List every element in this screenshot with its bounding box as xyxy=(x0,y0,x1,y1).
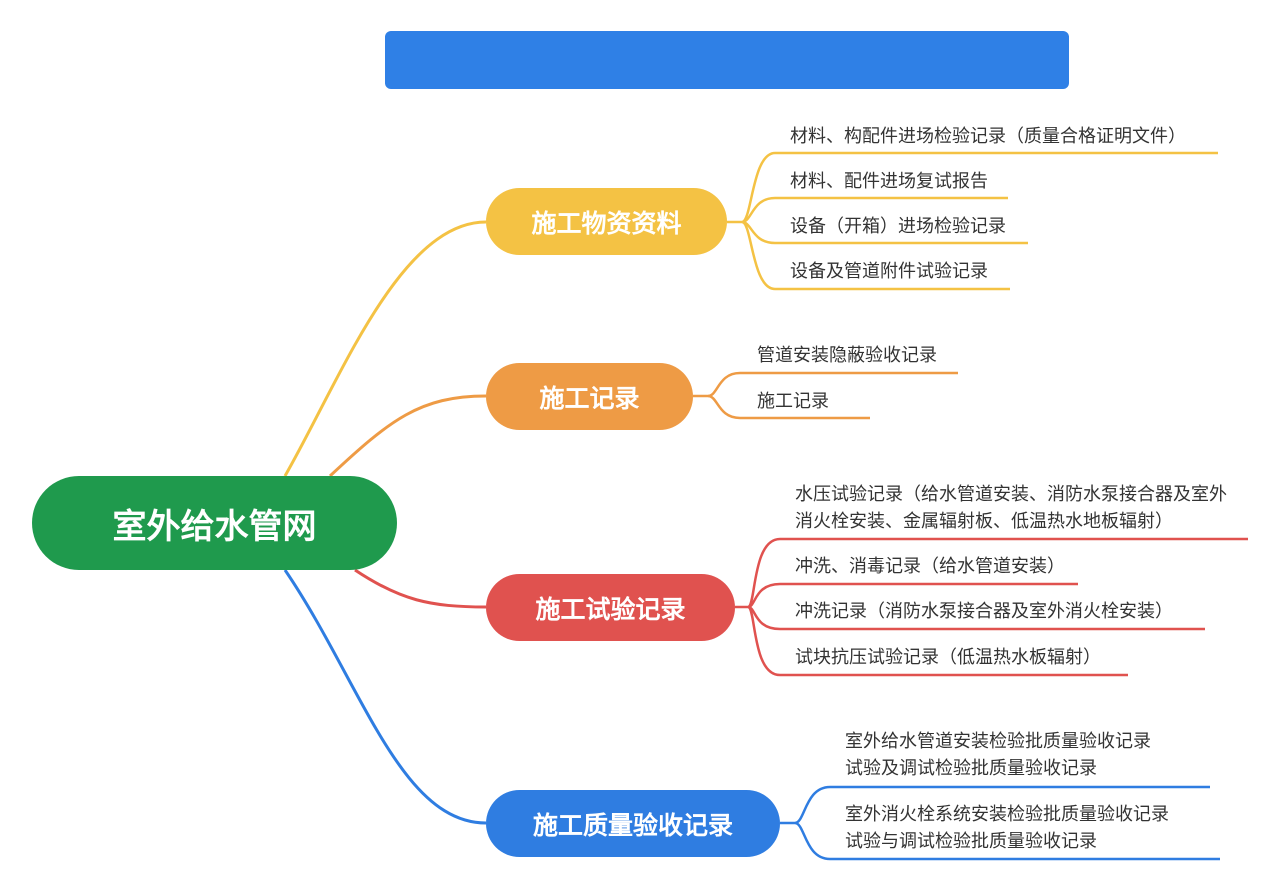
title-banner xyxy=(385,31,1069,89)
connector-branch-3 xyxy=(354,568,487,609)
leaf[interactable]: 试验及调试检验批质量验收记录 xyxy=(845,758,1097,779)
leaf[interactable]: 材料、配件进场复试报告 xyxy=(790,171,988,192)
leaf[interactable]: 施工记录 xyxy=(757,391,829,412)
branch-node-construction-records[interactable]: 施工记录 xyxy=(486,363,693,430)
branch-node-test-records[interactable]: 施工试验记录 xyxy=(486,574,735,641)
leaf[interactable]: 冲洗记录（消防水泵接合器及室外消火栓安装） xyxy=(795,601,1173,622)
branch-node-materials[interactable]: 施工物资资料 xyxy=(486,188,727,255)
leaf[interactable]: 试验与调试检验批质量验收记录 xyxy=(845,831,1097,852)
connector-branch-2 xyxy=(328,394,487,478)
connector-branch-1 xyxy=(283,220,487,477)
branch-node-quality-records[interactable]: 施工质量验收记录 xyxy=(486,790,780,857)
root-node[interactable]: 室外给水管网 xyxy=(32,476,397,570)
leaf[interactable]: 试块抗压试验记录（低温热水板辐射） xyxy=(795,647,1101,668)
leaf[interactable]: 管道安装隐蔽验收记录 xyxy=(757,345,937,366)
leaf[interactable]: 材料、构配件进场检验记录（质量合格证明文件） xyxy=(790,126,1186,147)
leaf[interactable]: 设备及管道附件试验记录 xyxy=(790,261,988,282)
leaf[interactable]: 水压试验记录（给水管道安装、消防水泵接合器及室外消火栓安装、金属辐射板、低温热水… xyxy=(795,484,1227,532)
leaf[interactable]: 室外消火栓系统安装检验批质量验收记录 xyxy=(845,804,1169,825)
leaf[interactable]: 冲洗、消毒记录（给水管道安装） xyxy=(795,556,1065,577)
leaf[interactable]: 室外给水管道安装检验批质量验收记录 xyxy=(845,731,1151,752)
connector-branch-4 xyxy=(283,569,487,825)
leaf[interactable]: 设备（开箱）进场检验记录 xyxy=(790,216,1006,237)
